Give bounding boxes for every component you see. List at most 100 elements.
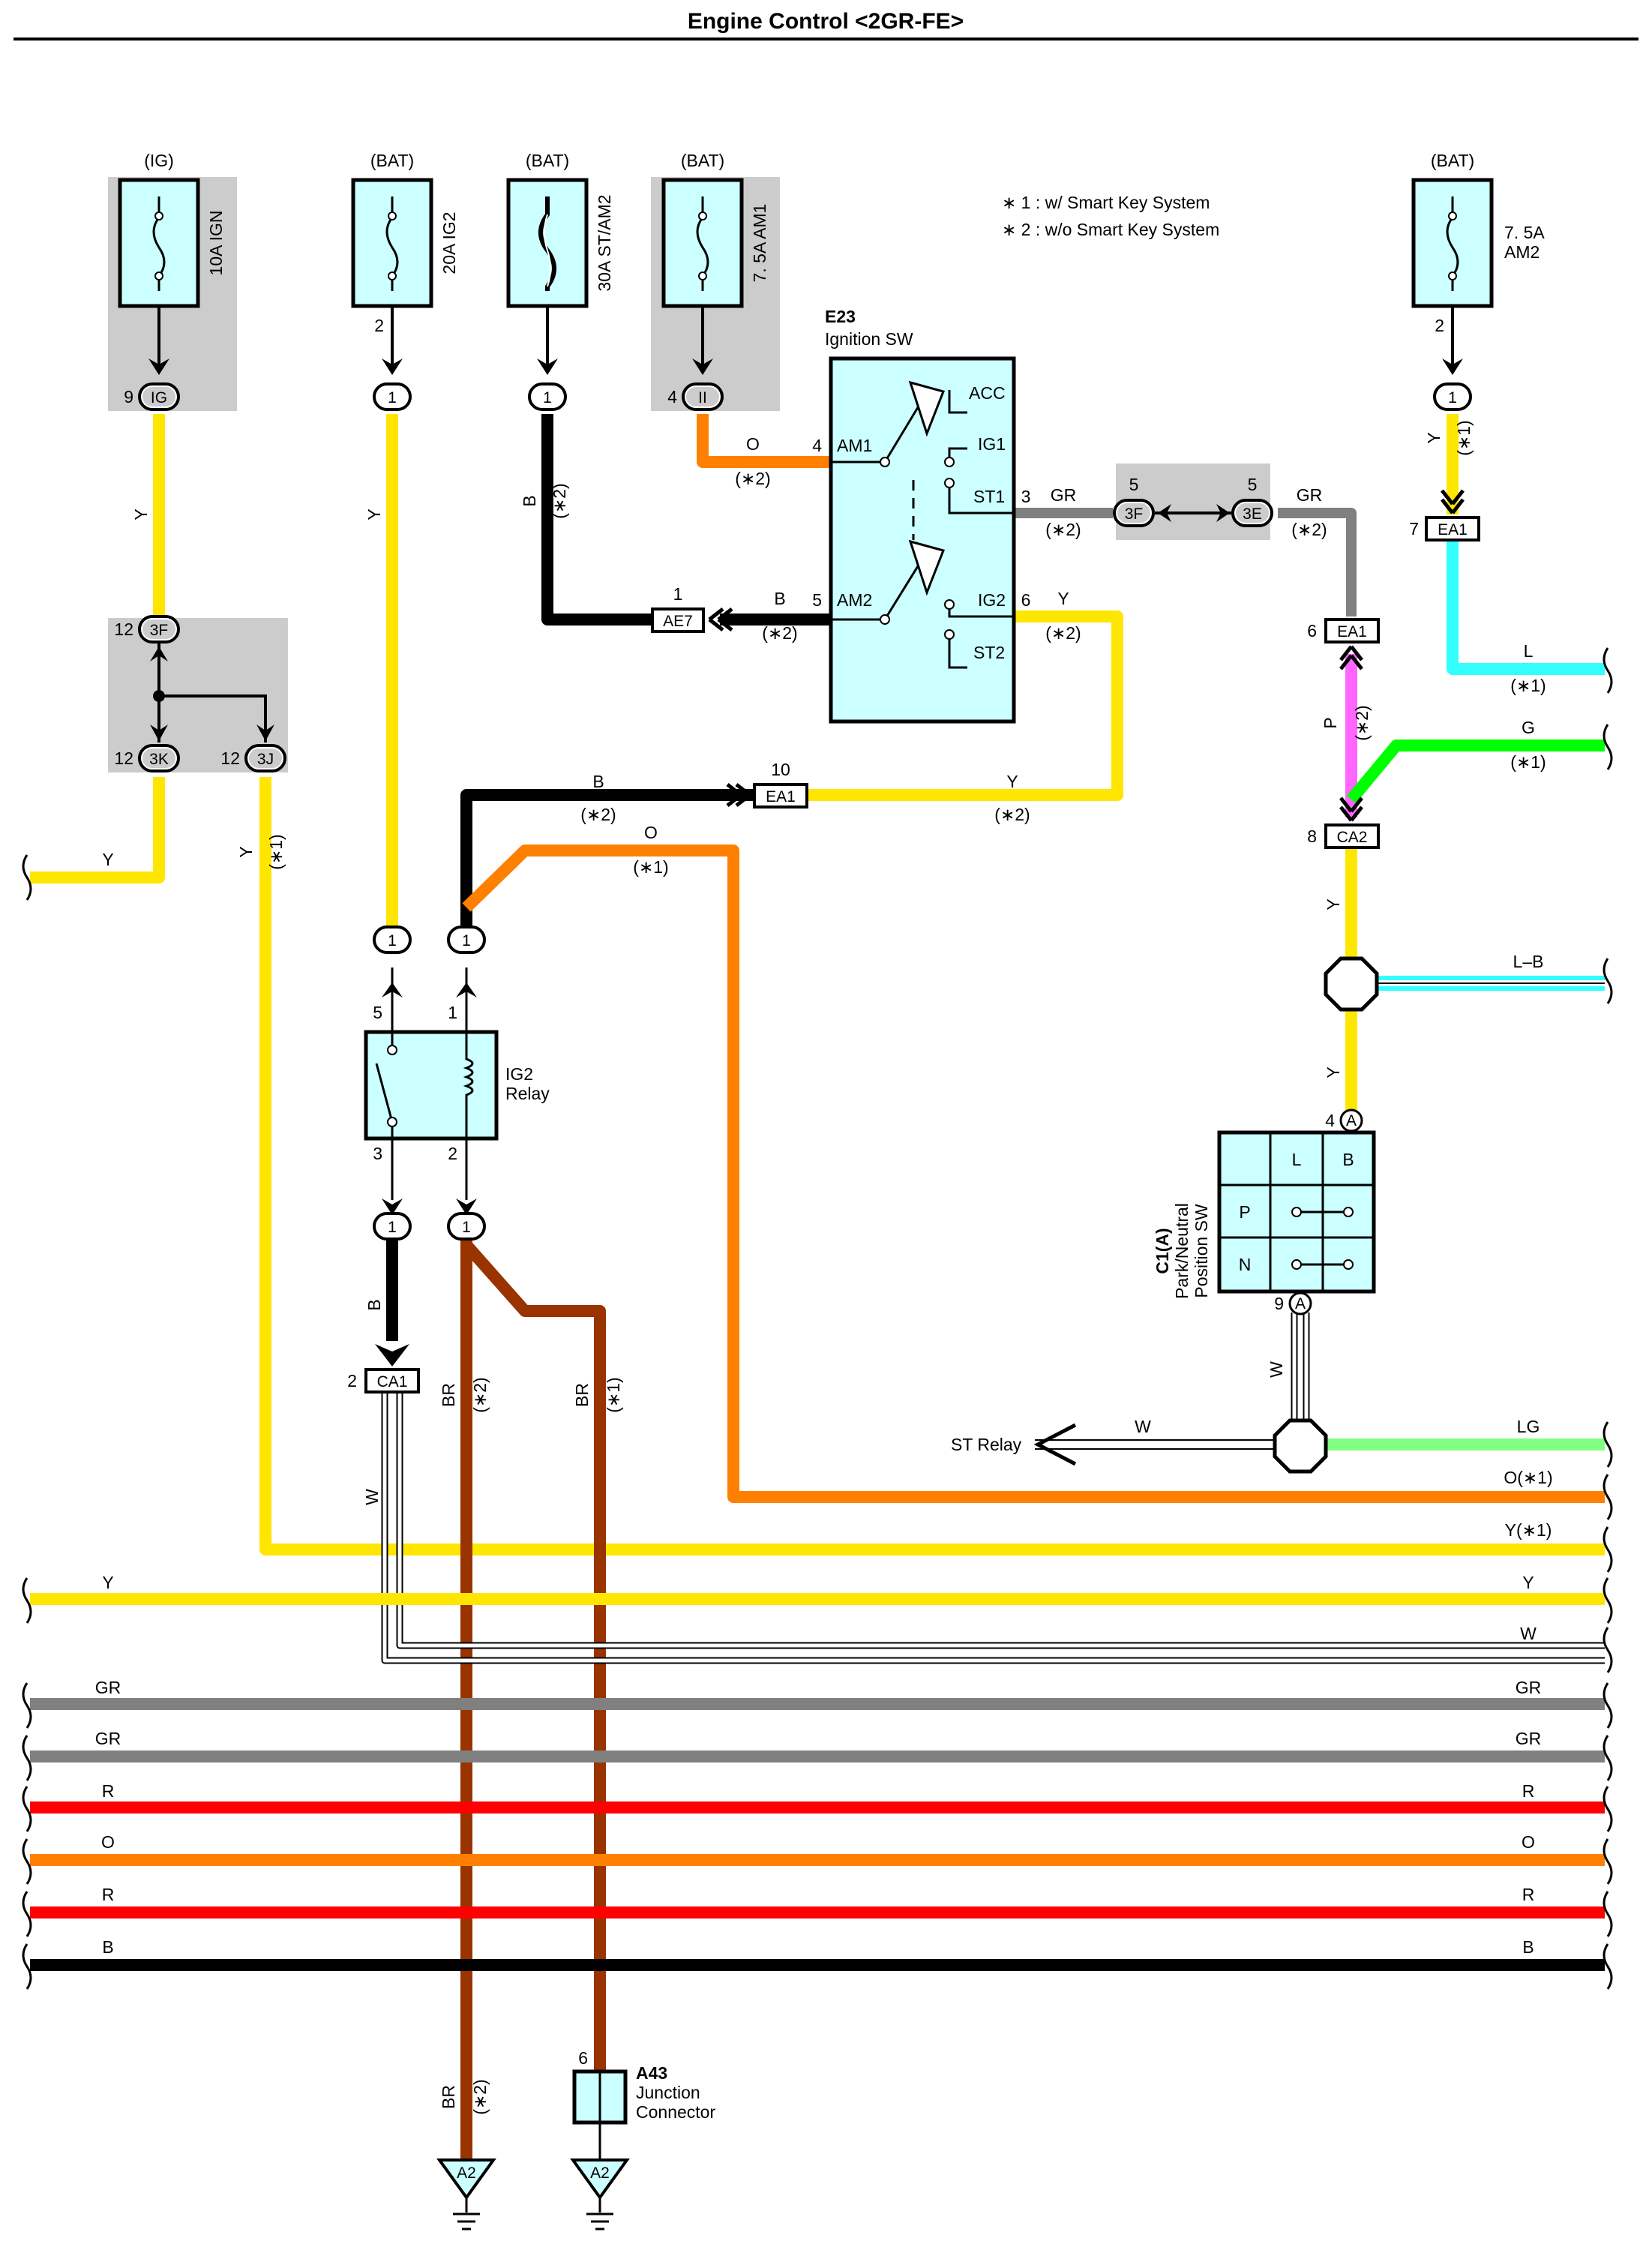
diagram-label: GR bbox=[1051, 485, 1077, 505]
ground-symbols: A2 A2 bbox=[436, 2158, 630, 2230]
diagram-label: (∗1) bbox=[266, 834, 286, 869]
diagram-label: A2 bbox=[590, 2164, 610, 2182]
note-no-smart-key: ∗ 2 : w/o Smart Key System bbox=[1002, 220, 1219, 239]
fuse-source: (BAT) bbox=[681, 151, 724, 170]
note-smart-key: ∗ 1 : w/ Smart Key System bbox=[1002, 193, 1210, 212]
diagram-label: O(∗1) bbox=[1504, 1468, 1552, 1487]
diagram-label: G bbox=[1522, 718, 1535, 737]
fuse-label: 7. 5A AM1 bbox=[750, 204, 769, 283]
diagram-label: Y bbox=[1006, 772, 1018, 791]
diagram-label: 1 bbox=[388, 389, 397, 406]
connector-ca2: CA2 8 bbox=[1307, 796, 1380, 849]
diagram-label: 5 bbox=[1129, 475, 1139, 494]
diagram-label: 1 bbox=[543, 389, 552, 406]
diagram-label: 2 bbox=[448, 1144, 457, 1163]
diagram-label: GR bbox=[95, 1729, 121, 1748]
diagram-label: IG bbox=[151, 389, 167, 406]
fuse-ig2: (BAT) 20A IG2 2 bbox=[351, 151, 459, 369]
diagram-label: Y bbox=[1424, 432, 1444, 443]
diagram-label: 12 bbox=[114, 620, 133, 639]
diagram-label: L–B bbox=[1513, 952, 1544, 971]
diagram-label: 1 bbox=[388, 1219, 397, 1236]
ground-a2-left: A2 bbox=[436, 2158, 496, 2230]
diagram-label: 1 bbox=[1448, 389, 1457, 406]
diagram-label: W bbox=[1520, 1624, 1537, 1643]
diagram-label: (∗2) bbox=[994, 805, 1030, 824]
diagram-label: (∗2) bbox=[550, 483, 569, 518]
diagram-label: (∗1) bbox=[604, 1377, 623, 1412]
oval-connectors: IG 9 1 1 II 4 1 1 1 bbox=[114, 382, 1472, 1240]
diagram-label: 7 bbox=[1409, 519, 1419, 538]
diagram-label: 6 bbox=[1021, 590, 1031, 610]
wire-break-marks bbox=[22, 647, 1613, 1990]
diagram-label: IG2 bbox=[978, 590, 1006, 610]
diagram-label: (∗2) bbox=[1045, 623, 1081, 643]
diagram-label: 5 bbox=[373, 1003, 382, 1022]
fuse-am2: (BAT) 7. 5A AM2 2 bbox=[1411, 151, 1545, 369]
rect-connectors: AE7 1 EA1 10 EA1 6 EA1 7 CA2 bbox=[347, 489, 1480, 1394]
connector-ea1-top: EA1 10 bbox=[726, 760, 808, 808]
connector-ig: IG 9 bbox=[124, 382, 180, 411]
diagram-label: W bbox=[1135, 1417, 1151, 1436]
diagram-label: (∗2) bbox=[1045, 520, 1081, 539]
junction-3f-3k-3j bbox=[150, 644, 274, 742]
diagram-label: O bbox=[746, 434, 760, 454]
diagram-label: Y bbox=[131, 508, 151, 520]
diagram-label: R bbox=[102, 1781, 115, 1801]
diagram-label: P bbox=[1239, 1202, 1250, 1222]
diagram-label: 12 bbox=[220, 748, 240, 768]
diagram-label: B bbox=[364, 1299, 384, 1310]
diagram-label: (∗1) bbox=[1510, 752, 1546, 772]
diagram-label: (∗1) bbox=[633, 857, 668, 877]
diagram-label: (∗2) bbox=[1291, 520, 1327, 539]
diagram-label: 2 bbox=[347, 1371, 357, 1390]
diagram-label: Junction bbox=[636, 2083, 700, 2102]
diagram-label: Y bbox=[102, 1573, 113, 1592]
diagram-label: B bbox=[102, 1937, 113, 1957]
ignition-sw-name: Ignition SW bbox=[825, 329, 913, 349]
diagram-label: 9 bbox=[1274, 1294, 1284, 1313]
fuse-source: (BAT) bbox=[526, 151, 569, 170]
diagram-label: 12 bbox=[114, 748, 133, 768]
diagram-label: EA1 bbox=[1337, 623, 1367, 640]
diagram-label: 3E bbox=[1243, 506, 1262, 523]
connector-relay-in-5: 1 bbox=[373, 926, 412, 954]
diagram-label: Y bbox=[1324, 1066, 1343, 1078]
diagram-label: 3F bbox=[150, 622, 169, 639]
diagram-label: 3F bbox=[1125, 506, 1144, 523]
connector-am2-fuse: 1 bbox=[1433, 382, 1472, 411]
diagram-label: L bbox=[1524, 641, 1534, 661]
park-neutral-switch: A 4 L B P N A 9 C1(A) Park/Neutral Posit… bbox=[1153, 1108, 1376, 1316]
page-title: Engine Control <2GR-FE> bbox=[688, 9, 964, 34]
diagram-label: 10 bbox=[771, 760, 790, 779]
diagram-label: R bbox=[102, 1885, 115, 1904]
diagram-label: IG1 bbox=[978, 434, 1006, 454]
wire-labels: Y Y Y (∗1) Y B (∗2) B (∗2) O (∗2) GR (∗2… bbox=[95, 420, 1553, 2114]
diagram-label: B bbox=[1522, 1937, 1534, 1957]
connector-3k: 3K 12 bbox=[114, 744, 180, 772]
pnp-name-2: Position SW bbox=[1192, 1204, 1211, 1298]
diagram-label: 5 bbox=[812, 590, 822, 610]
connector-3f-left: 3F 12 bbox=[114, 615, 180, 644]
fuse-pin: 2 bbox=[1435, 316, 1444, 335]
diagram-label: ST Relay bbox=[951, 1435, 1022, 1454]
diagram-label: A2 bbox=[457, 2164, 476, 2182]
junction-code: A43 bbox=[636, 2063, 667, 2083]
diagram-label: 3J bbox=[257, 751, 274, 768]
fuse-pin: 2 bbox=[374, 316, 384, 335]
diagram-label: 1 bbox=[462, 1219, 471, 1236]
fuse-label-line1: 7. 5A bbox=[1504, 223, 1545, 242]
diagram-label: O bbox=[644, 823, 658, 842]
diagram-label: B bbox=[774, 589, 785, 608]
diagram-label: B bbox=[592, 772, 604, 791]
diagram-label: 6 bbox=[1307, 621, 1317, 640]
diagram-label: (∗1) bbox=[1454, 420, 1474, 455]
diagram-label: (∗2) bbox=[470, 2079, 490, 2114]
connector-st-am2-fuse: 1 bbox=[528, 382, 567, 411]
diagram-label: Y(∗1) bbox=[1505, 1520, 1552, 1540]
diagram-label: A bbox=[1346, 1112, 1357, 1130]
diagram-label: L bbox=[1292, 1150, 1302, 1169]
fuse-st-am2: (BAT) 30A ST/AM2 bbox=[506, 151, 614, 369]
fuse-am1: (BAT) 7. 5A AM1 bbox=[661, 151, 769, 369]
connector-ea1-right: EA1 7 bbox=[1409, 489, 1480, 542]
